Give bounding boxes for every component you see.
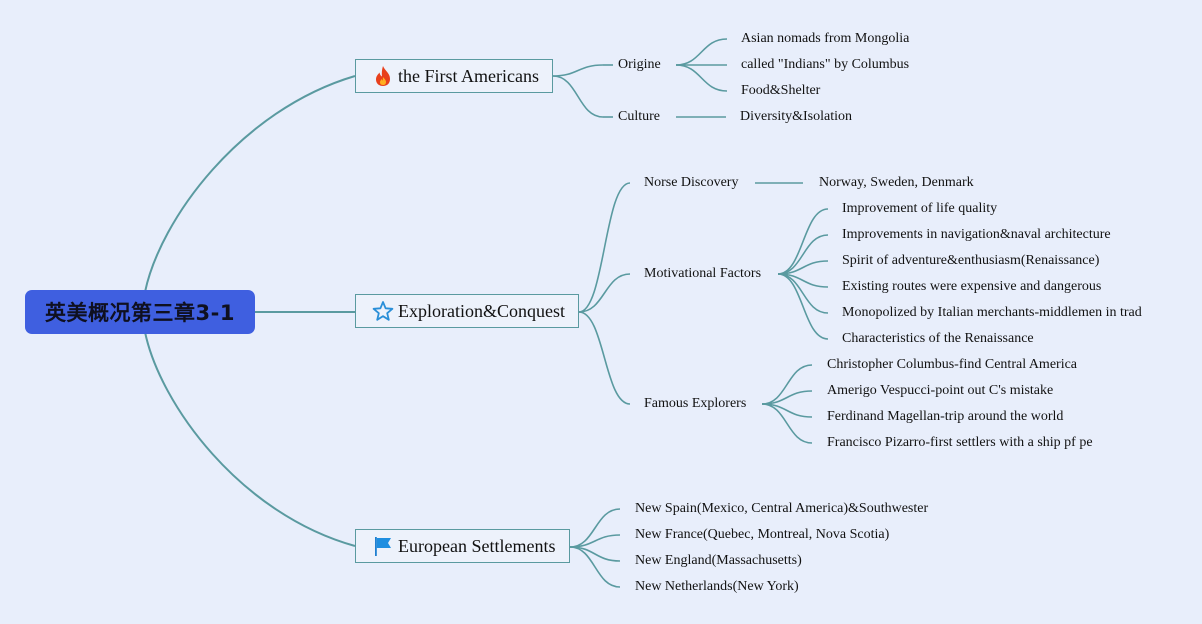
root-topic-label: 英美概况第三章3-1 [45,301,235,325]
leaf-topic[interactable]: Amerigo Vespucci-point out C's mistake [827,383,1054,398]
leaf-topic[interactable]: Improvement of life quality [842,201,998,216]
connector-line [578,182,631,313]
subtopic-settlement[interactable]: New France(Quebec, Montreal, Nova Scotia… [635,527,890,542]
leaf-topic[interactable]: Norway, Sweden, Denmark [819,175,974,190]
topic-european-settlements[interactable]: European Settlements [355,529,570,563]
leaf-topic[interactable]: Francisco Pizarro-first settlers with a … [827,435,1093,450]
leaf-topic[interactable]: Spirit of adventure&enthusiasm(Renaissan… [842,253,1100,268]
fire-icon [372,65,394,87]
leaf-topic[interactable]: Monopolized by Italian merchants-middlem… [842,305,1142,320]
leaf-topic[interactable]: Improvements in navigation&naval archite… [842,227,1111,242]
root-topic[interactable]: 英美概况第三章3-1 [25,290,255,334]
leaf-topic[interactable]: Existing routes were expensive and dange… [842,279,1102,294]
subtopic-settlement[interactable]: New Netherlands(New York) [635,579,799,594]
connector-line [552,75,604,118]
connector-line [144,331,356,547]
topic-label: the First Americans [398,65,539,86]
flag-icon [372,535,394,557]
connector-line [675,64,728,92]
connector-line [578,311,631,405]
leaf-topic[interactable]: Ferdinand Magellan-trip around the world [827,409,1064,424]
topic-label: Exploration&Conquest [398,300,565,321]
leaf-topic[interactable]: Christopher Columbus-find Central Americ… [827,357,1078,372]
subtopic-culture[interactable]: Culture [618,109,660,124]
connector-line [761,403,813,444]
subtopic-motivational-factors[interactable]: Motivational Factors [644,266,762,281]
subtopic-origine[interactable]: Origine [618,57,661,72]
connector-line [675,38,728,66]
leaf-topic[interactable]: Diversity&Isolation [740,109,852,124]
connector-line [144,75,356,293]
connector-line [777,208,829,275]
topic-first-americans[interactable]: the First Americans [355,59,553,93]
topic-exploration-conquest[interactable]: Exploration&Conquest [355,294,579,328]
subtopic-famous-explorers[interactable]: Famous Explorers [644,396,747,411]
subtopic-norse-discovery[interactable]: Norse Discovery [644,175,739,190]
leaf-topic[interactable]: Food&Shelter [741,83,821,98]
leaf-topic[interactable]: Asian nomads from Mongolia [741,31,910,46]
leaf-topic[interactable]: called "Indians" by Columbus [741,57,910,72]
topic-label: European Settlements [398,535,556,556]
subtopic-settlement[interactable]: New England(Massachusetts) [635,553,802,568]
subtopic-settlement[interactable]: New Spain(Mexico, Central America)&South… [635,501,929,516]
connector-line [552,64,604,77]
leaf-topic[interactable]: Characteristics of the Renaissance [842,331,1034,346]
star-icon [372,300,394,322]
connector-line [569,546,621,588]
connector-line [777,273,829,340]
connector-line [578,273,631,313]
